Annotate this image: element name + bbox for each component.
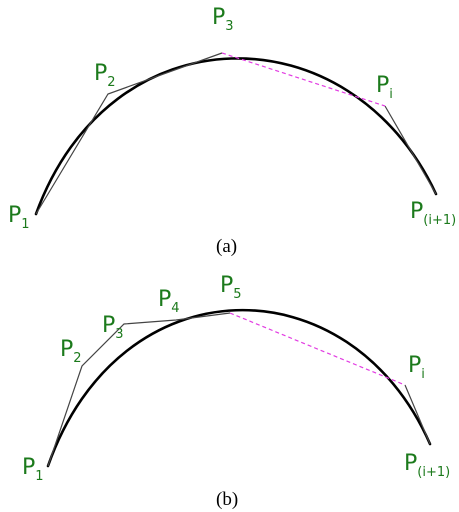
point-label-sub: 2 xyxy=(73,351,81,366)
point-label: P(i+1) xyxy=(404,451,450,480)
point-label-base: P xyxy=(94,61,107,86)
point-label: Pi xyxy=(376,73,393,102)
point-label-base: P xyxy=(376,73,389,98)
point-label-sub: (i+1) xyxy=(423,213,456,228)
point-label: P2 xyxy=(94,61,116,90)
point-label: P1 xyxy=(8,203,30,232)
point-label: P4 xyxy=(158,287,180,316)
point-label-base: P xyxy=(22,455,35,480)
point-label: P3 xyxy=(212,5,234,34)
dashed-chord-a xyxy=(221,52,386,107)
point-label-base: P xyxy=(158,287,171,312)
point-label-sub: i xyxy=(389,87,393,102)
point-label-sub: (i+1) xyxy=(417,465,450,480)
point-label: P3 xyxy=(102,313,124,342)
point-label-sub: 5 xyxy=(233,287,241,302)
point-label-sub: i xyxy=(421,367,425,382)
point-label-sub: 3 xyxy=(225,19,233,34)
dashed-chord-b xyxy=(229,312,406,386)
point-label: P5 xyxy=(220,273,242,302)
caption-a: (a) xyxy=(216,236,237,257)
point-label-base: P xyxy=(212,5,225,30)
caption-b: (b) xyxy=(216,489,238,510)
point-label-sub: 4 xyxy=(171,301,179,316)
point-label-base: P xyxy=(8,203,21,228)
point-label-base: P xyxy=(410,199,423,224)
point-label-base: P xyxy=(102,313,115,338)
point-label-sub: 1 xyxy=(35,469,43,484)
point-label-sub: 3 xyxy=(115,327,123,342)
chord-b-i-to-i1 xyxy=(404,384,431,445)
panel-a: P1 P2 P3 Pi P(i+1) (a) xyxy=(8,5,456,257)
arc-a xyxy=(34,57,438,216)
point-label: P2 xyxy=(60,337,82,366)
chords-a xyxy=(35,52,223,215)
panel-b: P1 P2 P3 P4 P5 Pi P(i+1) (b) xyxy=(22,273,450,510)
point-label-sub: 1 xyxy=(21,217,29,232)
point-label: P(i+1) xyxy=(410,199,456,228)
point-label-base: P xyxy=(408,353,421,378)
point-label-base: P xyxy=(60,337,73,362)
chord-a-i-to-i1 xyxy=(384,105,437,195)
point-label: P1 xyxy=(22,455,44,484)
point-label-base: P xyxy=(404,451,417,476)
point-label: Pi xyxy=(408,353,425,382)
point-label-sub: 2 xyxy=(107,75,115,90)
point-label-base: P xyxy=(220,273,233,298)
chords-b xyxy=(47,312,231,467)
